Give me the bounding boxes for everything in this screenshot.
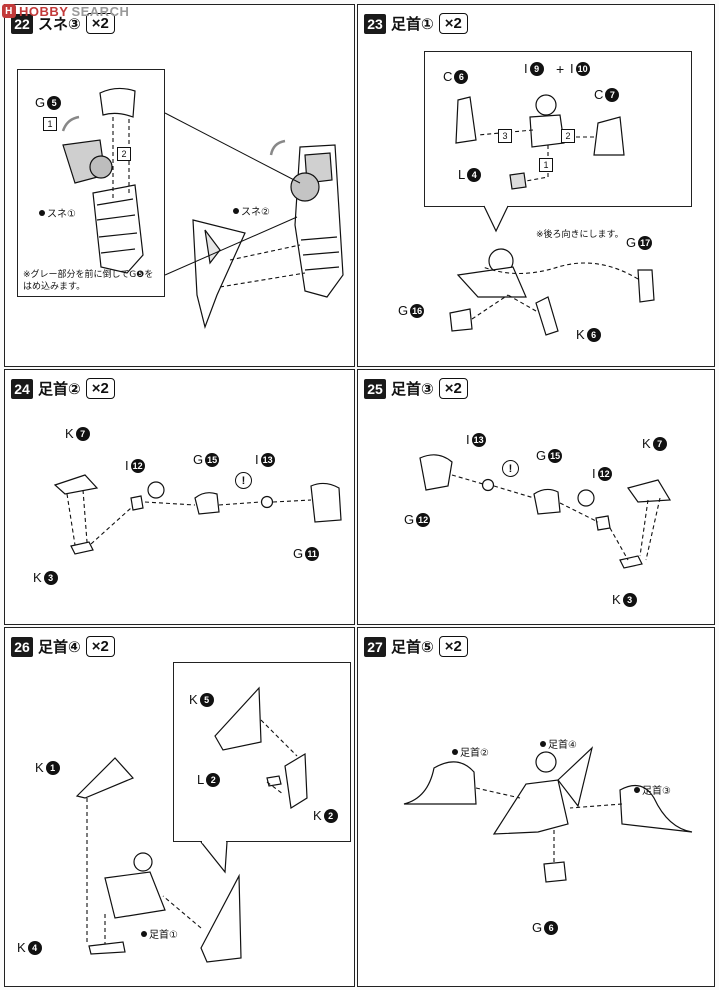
step-title: 足首① [391,15,434,33]
watermark-sub: SEARCH [71,3,130,19]
step-number: 22 [11,13,33,34]
step-header: 26 足首④ ×2 [11,636,115,657]
caution-icon: ! [502,460,519,477]
quantity-badge: ×2 [85,13,115,34]
quantity-badge: ×2 [438,378,468,399]
step-title: 足首⑤ [391,638,434,656]
part-name-ashikubi4: 足首④ [540,736,577,751]
step-number: 23 [364,13,386,34]
hobby-search-logo-icon: H [2,4,16,18]
step-marker-3: 3 [498,129,512,143]
part-name-sune2: スネ② [233,203,270,218]
step-header: 24 足首② ×2 [11,378,115,399]
detail-inset [17,69,165,297]
hobby-search-watermark: H HOBBY SEARCH [2,1,129,21]
ankle-assembly-illustration [449,94,655,336]
part-name-ashikubi3: 足首③ [634,782,671,797]
watermark-brand: HOBBY [19,3,69,19]
part-name-ashikubi2: 足首② [452,744,489,759]
ankle3-assembly-illustration [419,454,672,569]
part-name-ashikubi1: 足首① [141,926,178,941]
step-title: 足首② [38,380,81,398]
step-header: 27 足首⑤ ×2 [364,636,468,657]
shin-assembly-illustration [61,87,344,330]
step-marker-1: 1 [539,158,553,172]
orientation-note: ※後ろ向きにします。 [536,230,624,240]
quantity-badge: ×2 [85,636,115,657]
ankle5-assembly-illustration [403,746,693,883]
assembly-note: ※グレー部分を前に倒してG❺を はめ込みます。 [23,270,154,292]
caution-icon: ! [235,472,252,489]
quantity-badge: ×2 [438,636,468,657]
step-number: 24 [11,378,33,399]
step-title: 足首④ [38,638,81,656]
step-number: 27 [364,636,386,657]
step-marker-2: 2 [117,147,131,161]
step-number: 25 [364,378,386,399]
step-marker-2: 2 [561,129,575,143]
step-panel-22: 22 スネ③ ×2 [4,4,355,367]
ankle4-assembly-illustration [75,686,308,963]
plus-sign: + [556,61,565,77]
step-marker-1: 1 [43,117,57,131]
step-number: 26 [11,636,33,657]
step-title: スネ③ [38,15,81,33]
step-title: 足首③ [391,380,434,398]
ankle2-assembly-illustration [53,474,342,555]
step-header: 25 足首③ ×2 [364,378,468,399]
quantity-badge: ×2 [438,13,468,34]
part-name-sune1: スネ① [39,205,76,220]
detail-inset [173,662,351,842]
step-header: 23 足首① ×2 [364,13,468,34]
step-header: 22 スネ③ ×2 [11,13,115,34]
quantity-badge: ×2 [85,378,115,399]
